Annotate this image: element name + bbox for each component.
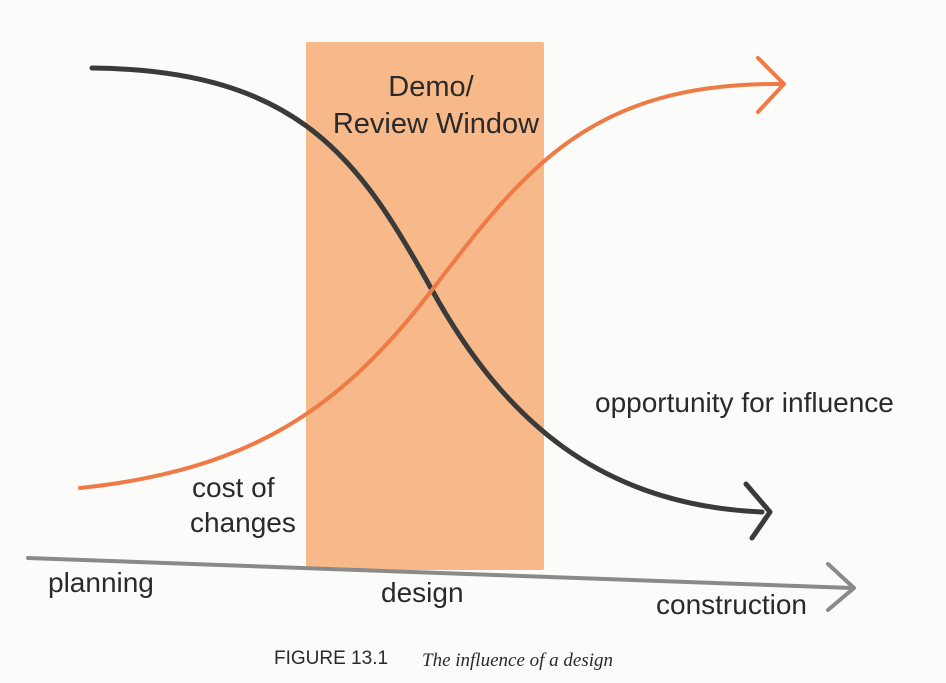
opportunity-arrowhead xyxy=(743,481,773,541)
opportunity-label: opportunity for influence xyxy=(595,387,894,418)
cost-arrowhead xyxy=(756,56,786,114)
window-title-line1: Demo/ xyxy=(388,71,474,103)
cost-label-line1: cost of xyxy=(192,472,275,503)
stage-planning: planning xyxy=(48,567,154,598)
timeline-arrowhead xyxy=(826,562,856,612)
review-window-band xyxy=(306,42,544,570)
cost-curve xyxy=(78,81,784,490)
figure-title: The influence of a design xyxy=(422,650,613,671)
window-title-line2: Review Window xyxy=(333,108,540,140)
figure-number: FIGURE 13.1 xyxy=(274,648,388,669)
stage-construction: construction xyxy=(656,589,807,620)
timeline-axis xyxy=(26,556,854,590)
cost-label-line2: changes xyxy=(190,507,296,538)
stage-design: design xyxy=(381,577,464,608)
